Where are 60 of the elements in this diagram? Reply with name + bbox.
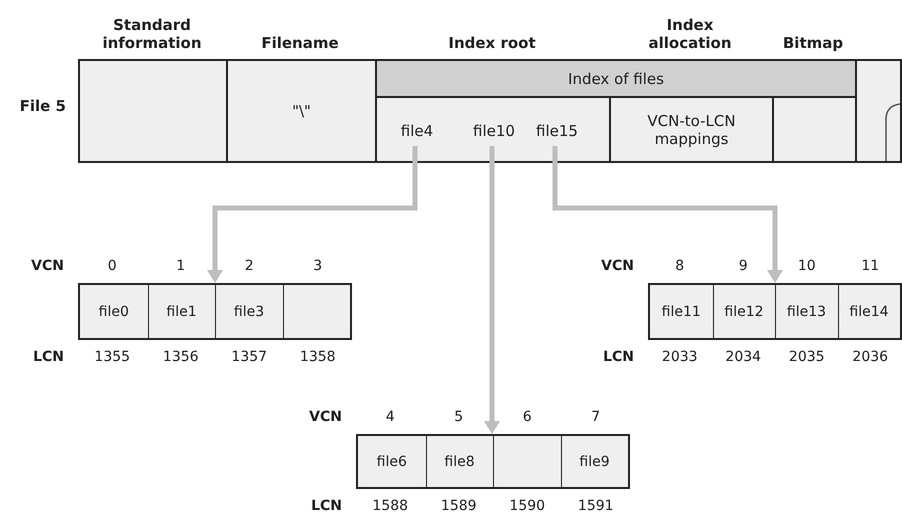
vcn-number: 0 [106, 257, 118, 275]
vcn-number: 9 [738, 257, 749, 275]
vcn-number: 4 [384, 408, 396, 426]
field-value: file6 [376, 452, 408, 470]
vcn-number: 6 [522, 408, 533, 426]
field-value: file1 [165, 302, 198, 320]
field-value: file0 [98, 302, 130, 320]
column-heading: Index allocation [647, 16, 733, 52]
index-buffer-run [78, 283, 352, 340]
index-entry: file4 [394, 116, 440, 146]
lcn-number: 1589 [440, 497, 478, 515]
arrow [552, 146, 783, 283]
field-value: file13 [786, 302, 828, 320]
record-label: File 5 [20, 97, 66, 115]
field-value: file12 [723, 302, 765, 320]
record-field [855, 61, 900, 161]
field-value: file8 [443, 452, 476, 470]
lcn-number: 2035 [788, 348, 826, 366]
vcn-number: 5 [453, 408, 464, 426]
vcn-number: 3 [312, 257, 324, 275]
field-value: file3 [232, 302, 266, 320]
vcn-number: 7 [590, 408, 602, 426]
arrow [484, 146, 500, 434]
field-value: VCN-to-LCN mappings [646, 112, 737, 148]
lcn-number: 1590 [508, 497, 546, 515]
index-header-band [375, 61, 855, 98]
row-label: VCN [30, 257, 64, 275]
lcn-number: 2034 [724, 348, 762, 366]
lcn-number: 1588 [371, 497, 410, 515]
lcn-number: 1355 [93, 348, 132, 366]
vcn-number: 8 [674, 257, 686, 275]
lcn-number: 1356 [162, 348, 200, 366]
field-value: file11 [660, 302, 702, 320]
lcn-number: 1357 [230, 348, 268, 366]
vcn-number: 1 [175, 257, 186, 275]
lcn-number: 1358 [298, 348, 337, 366]
lcn-number: 1591 [576, 497, 615, 515]
field-value: "\" [291, 102, 312, 120]
vcn-number: 10 [796, 257, 817, 275]
field-value: file9 [578, 452, 611, 470]
row-label: VCN [308, 408, 342, 426]
index-entry: file10 [466, 116, 522, 146]
band-title: Index of files [567, 70, 665, 88]
arrow [207, 146, 418, 283]
column-heading: Bitmap [782, 34, 844, 52]
column-heading: Filename [260, 34, 340, 52]
lcn-number: 2036 [851, 348, 890, 366]
vcn-number: 11 [860, 257, 880, 275]
row-label: LCN [32, 348, 64, 366]
row-label: LCN [310, 497, 342, 515]
vcn-number: 2 [244, 257, 255, 275]
index-buffer-run [648, 283, 902, 340]
row-label: VCN [600, 257, 634, 275]
row-label: LCN [602, 348, 634, 366]
field-value: file14 [848, 302, 890, 320]
lcn-number: 2033 [660, 348, 699, 366]
column-heading: Standard information [101, 16, 203, 52]
index-entry: file15 [529, 116, 585, 146]
column-heading: Index root [447, 34, 537, 52]
index-buffer-run [356, 434, 630, 489]
